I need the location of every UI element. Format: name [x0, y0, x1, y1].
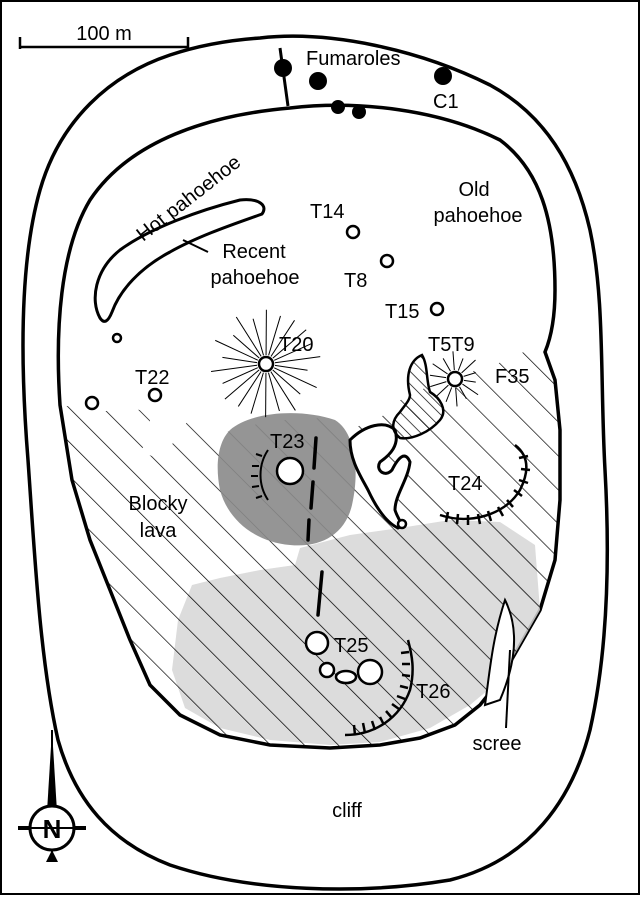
scale-bar-label: 100 m: [76, 23, 132, 45]
pit-t23-marker: [277, 458, 303, 484]
label-t15: T15: [385, 301, 419, 323]
vent-t15-marker: [431, 303, 443, 315]
vent-t5t9-marker: [448, 372, 462, 386]
fumarole-4: [352, 105, 366, 119]
label-old-pahoehoe-line1: Old: [458, 179, 489, 201]
vent-small-nw-marker: [113, 334, 121, 342]
label-scree: scree: [473, 733, 522, 755]
pit-t25d-marker: [358, 660, 382, 684]
label-t23: T23: [270, 431, 304, 453]
fumarole-2: [309, 72, 327, 90]
label-cliff: cliff: [332, 800, 362, 822]
label-recent-pahoehoe-line1: Recent: [222, 241, 286, 263]
fumarole-c1: [434, 67, 452, 85]
vent-t14-marker: [347, 226, 359, 238]
pit-t25b-marker: [320, 663, 334, 677]
label-t8: T8: [344, 270, 367, 292]
label-old-pahoehoe-line2: pahoehoe: [434, 205, 523, 227]
label-t26: T26: [416, 681, 450, 703]
label-t22: T22: [135, 367, 169, 389]
label-recent-pahoehoe-line2: pahoehoe: [211, 267, 300, 289]
label-fumaroles: Fumaroles: [306, 48, 400, 70]
vent-t22-marker: [149, 389, 161, 401]
pit-t25c-marker: [336, 671, 356, 683]
vent-small-west-marker: [86, 397, 98, 409]
north-arrow-label: N: [43, 814, 62, 844]
pit-t25a-marker: [306, 632, 328, 654]
vent-t20-marker: [259, 357, 273, 371]
label-t25: T25: [334, 635, 368, 657]
label-t14: T14: [310, 201, 344, 223]
label-t20: T20: [279, 334, 313, 356]
fumarole-3: [331, 100, 345, 114]
label-t24: T24: [448, 473, 482, 495]
label-t5t9: T5T9: [428, 334, 475, 356]
label-f35: F35: [495, 366, 529, 388]
label-c1: C1: [433, 91, 459, 113]
vent-small-east-marker: [398, 520, 406, 528]
vent-t8-marker: [381, 255, 393, 267]
label-blocky-lava-line2: lava: [140, 520, 178, 542]
label-blocky-lava-line1: Blocky: [129, 493, 188, 515]
